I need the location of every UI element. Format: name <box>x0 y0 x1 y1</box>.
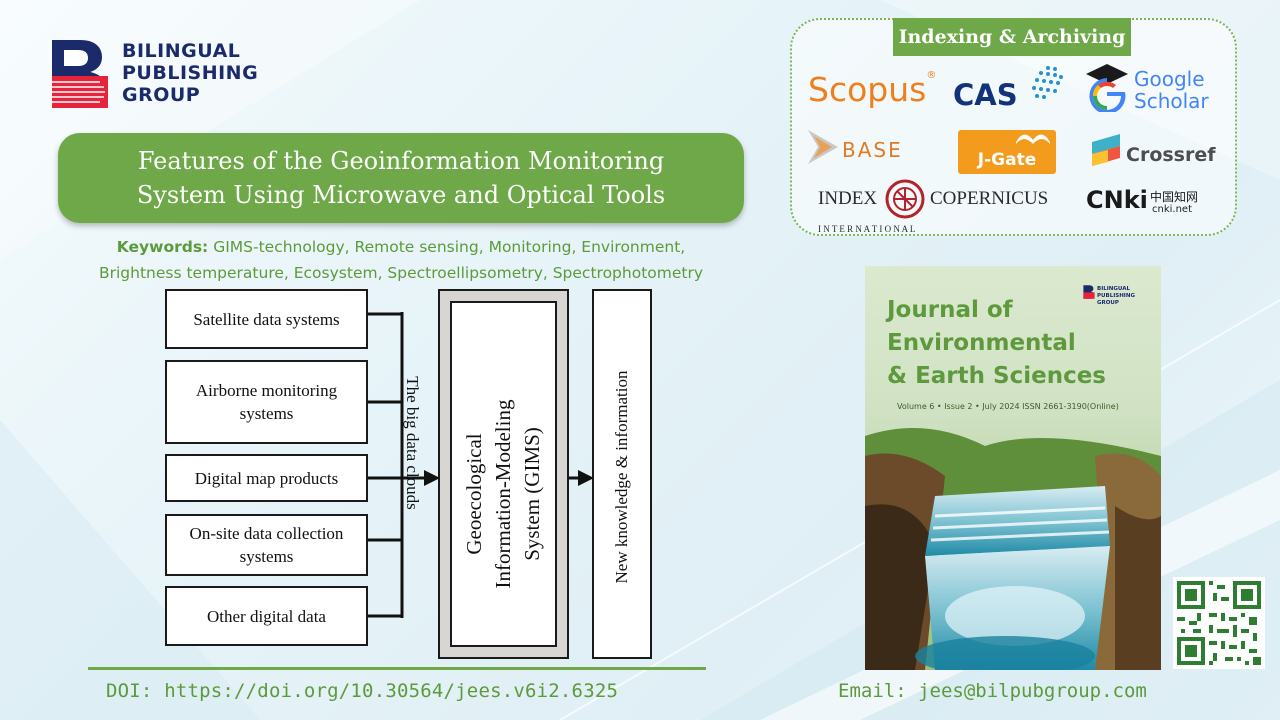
input-box-label: systems <box>239 404 294 423</box>
input-box-label: systems <box>239 547 294 566</box>
gims-label-line: System (GIMS) <box>519 427 544 561</box>
input-box-digital-map: Digital map products <box>165 454 368 502</box>
cover-publisher-logo: BILINGUAL PUBLISHING GROUP <box>1083 284 1153 310</box>
google-scholar-text: Google Scholar <box>1134 68 1209 112</box>
input-box-satellite: Satellite data systems <box>165 289 368 349</box>
cas-text: CAS <box>953 78 1018 112</box>
publisher-logo-line: BILINGUAL <box>122 40 241 62</box>
input-box-label: Airborne monitoring <box>195 381 338 400</box>
registered-mark-icon: ® <box>926 70 937 81</box>
index-copernicus-text: COPERNICUS <box>930 188 1049 209</box>
keywords: Keywords: GIMS-technology, Remote sensin… <box>40 234 762 286</box>
gims-diagram: Satellite data systems Airborne monitori… <box>160 286 660 662</box>
google-scholar-icon <box>1086 64 1128 112</box>
cover-logo-text: BILINGUAL PUBLISHING GROUP <box>1097 286 1135 307</box>
cnki-url: cnki.net <box>1152 204 1192 215</box>
index-copernicus-left: INDEX <box>818 188 877 210</box>
cover-title-line: Environmental <box>887 330 1076 356</box>
cover-volume-line: Volume 6 • Issue 2 • July 2024 ISSN 2661… <box>897 402 1119 411</box>
publisher-logo-text: BILINGUAL PUBLISHING GROUP <box>122 40 258 106</box>
input-box-airborne: Airborne monitoring systems <box>165 360 368 444</box>
publisher-logo: BILINGUAL PUBLISHING GROUP <box>50 38 290 112</box>
keywords-text: GIMS-technology, Remote sensing, Monitor… <box>208 238 686 256</box>
output-label-text: New knowledge & information <box>612 370 631 584</box>
jgate-text: J-Gate <box>977 150 1037 170</box>
cover-title-line: Journal of <box>887 297 1013 323</box>
crossref-text: Crossref <box>1126 144 1216 166</box>
cas-logo: CAS <box>953 78 1018 112</box>
index-copernicus-sub: I N T E R N A T I O N A L <box>818 224 915 234</box>
qr-code[interactable] <box>1173 577 1265 669</box>
qr-code-icon <box>1173 577 1265 669</box>
cover-title-line: & Earth Sciences <box>887 363 1106 389</box>
bus-label-text: The big data clouds <box>403 376 422 510</box>
bus-label: The big data clouds <box>397 323 427 563</box>
input-box-other: Other digital data <box>165 586 368 646</box>
publisher-logo-mark <box>52 40 108 108</box>
crossref-logo: Crossref <box>1126 144 1216 166</box>
publisher-logo-line: PUBLISHING <box>122 62 259 84</box>
index-copernicus-sub-text: I N T E R N A T I O N A L <box>818 224 916 234</box>
index-copernicus-right: COPERNICUS <box>930 188 1048 210</box>
base-chevron-icon <box>808 130 838 164</box>
google-scholar-line: Scholar <box>1134 89 1209 113</box>
input-box-label: Satellite data systems <box>193 309 340 329</box>
index-copernicus-text: INDEX <box>818 188 878 209</box>
cnki-text: CNki <box>1086 186 1148 214</box>
cover-logo-mark <box>1083 285 1095 299</box>
keywords-label: Keywords: <box>116 238 209 256</box>
keywords-text: Brightness temperature, Ecosystem, Spect… <box>98 264 704 282</box>
input-box-label: On-site data collection <box>189 524 344 543</box>
cover-title: Journal of Environmental & Earth Science… <box>887 294 1106 393</box>
gims-box-inner <box>450 301 557 647</box>
cnki-cn-text: 中国知网 <box>1150 190 1199 204</box>
input-box-label: Digital map products <box>194 468 339 488</box>
gims-label: Geoecological Information-Modeling Syste… <box>458 344 548 644</box>
input-box-label: Other digital data <box>207 606 326 626</box>
base-logo: BASE <box>842 138 903 162</box>
gims-label-line: Information-Modeling <box>490 399 515 589</box>
base-text: BASE <box>842 138 903 162</box>
article-title-line: System Using Microwave and Optical Tools <box>136 181 666 209</box>
publisher-logo-line: GROUP <box>122 84 201 106</box>
jgate-book-icon <box>1016 134 1050 144</box>
cnki-cn: 中国知网 <box>1150 188 1198 205</box>
gims-label-line: Geoecological <box>461 433 486 555</box>
cover-waterfall-image <box>865 416 1161 670</box>
output-box <box>592 289 652 659</box>
article-title-line: Features of the Geoinformation Monitorin… <box>137 147 665 175</box>
journal-cover[interactable]: BILINGUAL PUBLISHING GROUP Journal of En… <box>865 266 1161 670</box>
crossref-icon <box>1092 134 1120 166</box>
scopus-logo: Scopus® <box>808 70 936 109</box>
cnki-url-text: cnki.net <box>1152 204 1192 215</box>
google-scholar-line: Google <box>1134 67 1205 91</box>
footer-divider <box>88 667 706 670</box>
index-copernicus-globe-icon <box>885 179 925 219</box>
input-box-on-site: On-site data collection systems <box>165 514 368 576</box>
gims-box <box>438 289 569 659</box>
indexing-title: Indexing & Archiving <box>893 18 1131 56</box>
diagram-connectors <box>368 312 594 618</box>
email-link[interactable]: Email: jees@bilpubgroup.com <box>838 680 1147 702</box>
article-title-banner: Features of the Geoinformation Monitorin… <box>58 133 744 223</box>
cas-dots-icon <box>1032 66 1063 99</box>
scopus-text: Scopus <box>808 70 927 109</box>
cover-logo-line: BILINGUAL <box>1097 286 1130 292</box>
cover-logo-line: PUBLISHING <box>1097 293 1135 299</box>
cover-header <box>865 266 1161 436</box>
cover-logo-line: GROUP <box>1097 300 1119 306</box>
output-label: New knowledge & information <box>607 327 637 627</box>
cnki-logo: CNki <box>1086 186 1148 214</box>
doi-link[interactable]: DOI: https://doi.org/10.30564/jees.v6i2.… <box>106 680 619 702</box>
